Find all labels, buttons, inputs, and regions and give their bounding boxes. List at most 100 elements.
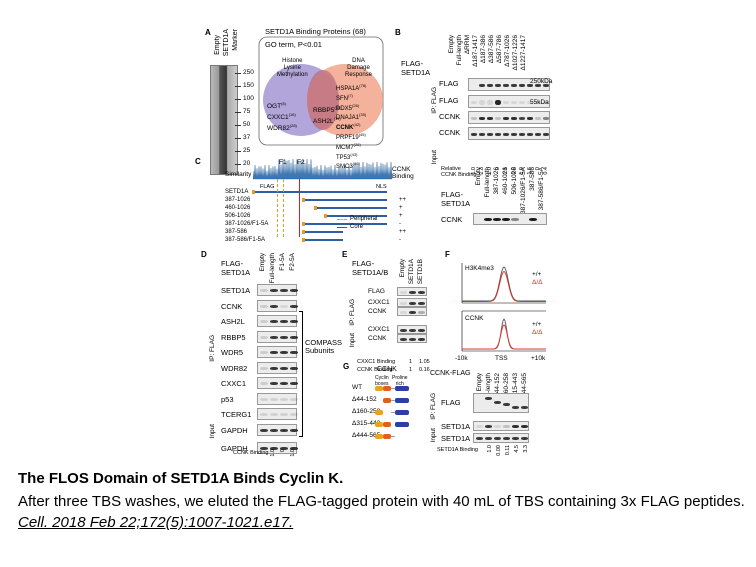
lane-label: Δ587-786 <box>496 35 503 64</box>
ccnk-title: CCNK <box>377 366 397 373</box>
protein-name: ASH2L <box>313 118 334 126</box>
band <box>511 84 517 87</box>
band <box>280 351 288 354</box>
lane-label: SETD1A <box>223 29 230 57</box>
wt-legend: +/+ <box>532 321 542 328</box>
row-label: TCERG1 <box>221 410 252 419</box>
row-label: CCNK <box>368 308 387 315</box>
cxxc1-binding-label: CXXC1 Binding <box>357 359 396 365</box>
band <box>511 101 517 104</box>
lane-label: 387-1026 <box>493 167 500 195</box>
band <box>260 397 268 401</box>
protein-count: (7) <box>348 92 353 98</box>
band <box>270 366 278 370</box>
row-label: GAPDH <box>221 425 248 435</box>
band <box>270 289 278 292</box>
band <box>485 437 492 440</box>
panel-c-flag-label: FLAG-SETD1A <box>441 190 471 208</box>
lane-label: Marker <box>232 29 239 51</box>
row-label: CXXC1 <box>368 326 390 333</box>
lane-label: Δ787-1026 <box>504 35 511 67</box>
band <box>519 133 525 136</box>
band <box>280 397 288 401</box>
band <box>512 437 519 440</box>
lane-label: SETD1B <box>417 259 424 285</box>
band <box>290 447 298 450</box>
band <box>479 117 485 120</box>
similarity-label: Similarity <box>225 171 252 178</box>
construct-bar <box>375 398 415 403</box>
protein-name: TP53 <box>336 154 351 161</box>
binding-value: 0.11 <box>505 445 511 456</box>
lane-label: Δ187-386 <box>480 35 487 64</box>
binding-value: 4.5 <box>514 445 520 453</box>
protein-count: (86) <box>352 161 360 167</box>
construct-bar <box>375 410 415 415</box>
band <box>400 302 407 305</box>
citation-link[interactable]: Cell. 2018 Feb 22;172(5):1007-1021.e17. <box>18 514 294 531</box>
similarity-plot <box>253 159 393 180</box>
band <box>479 100 485 105</box>
band <box>270 447 278 450</box>
blot-cxxc1 <box>257 377 298 389</box>
input-label: Input <box>430 428 437 443</box>
band <box>400 291 407 294</box>
blot-flag <box>468 78 550 91</box>
peripheral-line <box>277 179 278 237</box>
band <box>512 406 519 409</box>
marker-label: 25 <box>243 147 251 154</box>
band <box>471 133 477 136</box>
binding-value: 0 <box>280 449 286 453</box>
domain-block <box>383 398 391 403</box>
band <box>511 117 517 120</box>
band <box>260 366 268 370</box>
blot-flag <box>397 287 427 296</box>
band <box>471 117 477 120</box>
band <box>270 304 278 308</box>
venn-protein: CCNK(42) <box>336 122 366 132</box>
band <box>503 133 509 136</box>
band <box>260 428 268 432</box>
venn-protein: SMC3(86) <box>336 161 366 171</box>
band <box>521 437 528 440</box>
protein-name: CXXC1 <box>267 114 289 122</box>
domain-block <box>391 400 395 401</box>
construct-label: 387-586 <box>225 229 248 235</box>
band <box>503 403 510 406</box>
tss-profile-plot <box>461 263 546 352</box>
construct-label: 506-1026 <box>225 213 251 219</box>
lane-label: 387-586 <box>529 167 536 191</box>
ccnk-value: 1 <box>409 367 413 373</box>
band <box>280 366 288 370</box>
marker-label: 20 <box>243 160 251 167</box>
legend-peripheral: Peripheral <box>350 216 378 222</box>
lane-label: Full-length <box>269 253 276 284</box>
band <box>485 425 492 428</box>
band <box>400 338 407 341</box>
protein-count: (8) <box>281 101 286 106</box>
blot-flag <box>473 393 529 413</box>
blot-setd1a <box>473 433 529 443</box>
construct-bar <box>327 215 387 217</box>
band <box>503 101 509 104</box>
blot-ccnk <box>468 127 550 140</box>
protein-name: SFN <box>336 95 348 102</box>
panel-e-flag-label: FLAG-SETD1A/B <box>352 259 389 277</box>
band <box>280 320 288 323</box>
band <box>476 425 483 428</box>
band <box>409 291 416 294</box>
venn-protein: SFN(7) <box>336 93 366 103</box>
construct-label: Δ44-152 <box>352 396 377 403</box>
band <box>521 406 528 409</box>
band <box>409 329 416 332</box>
panel-b-flag-label: FLAG-SETD1A <box>401 59 431 77</box>
venn-protein: MCM7(28) <box>336 142 366 152</box>
band <box>471 101 477 104</box>
band <box>400 329 407 332</box>
domain-block <box>375 422 383 427</box>
blot-gapdh <box>257 423 298 436</box>
band <box>260 304 268 308</box>
row-label: WDR5 <box>221 348 244 357</box>
